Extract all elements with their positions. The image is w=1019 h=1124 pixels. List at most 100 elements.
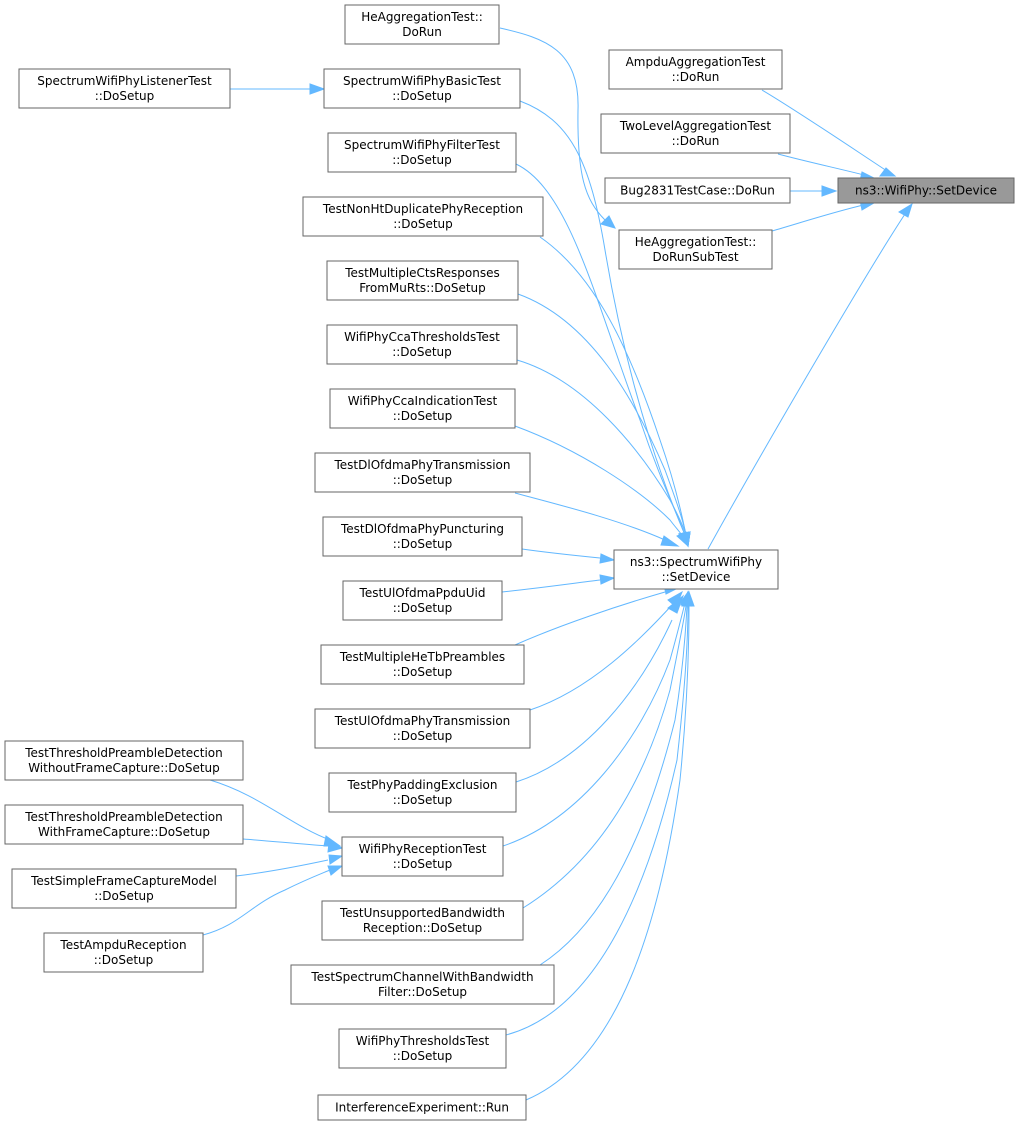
node-box — [600, 113, 791, 154]
node-twolevel[interactable]: TwoLevelAggregationTest::DoRun — [600, 113, 791, 154]
edge-line — [525, 605, 690, 1101]
node-padding[interactable]: TestPhyPaddingExclusion::DoSetup — [328, 772, 517, 813]
edge-line — [514, 425, 685, 539]
node-box — [604, 177, 791, 204]
node-label-line: ::DoSetup — [95, 89, 155, 103]
node-thresholds[interactable]: WifiPhyThresholdsTest::DoSetup — [338, 1028, 507, 1069]
node-box — [322, 516, 523, 557]
edge-setdevice_spec-to-setdevice_wifi — [707, 202, 913, 550]
node-box — [317, 1094, 527, 1121]
node-interf[interactable]: InterferenceExperiment::Run — [317, 1094, 527, 1121]
node-listener[interactable]: SpectrumWifiPhyListenerTest::DoSetup — [18, 68, 231, 109]
edge-line — [522, 605, 687, 909]
node-label-line: DoRun — [402, 25, 442, 39]
node-ulppdu[interactable]: TestUlOfdmaPpduUid::DoSetup — [342, 580, 503, 621]
edge-line — [529, 604, 673, 711]
node-label-line: ::DoSetup — [392, 153, 452, 167]
edge-arrowhead — [309, 83, 326, 95]
edge-listener-to-basic — [230, 83, 326, 95]
node-setdevice_wifi[interactable]: ns3::WifiPhy::SetDevice — [837, 177, 1015, 204]
node-label-line: Filter::DoSetup — [378, 985, 467, 999]
node-he_subtest[interactable]: HeAggregationTest::DoRunSubTest — [618, 229, 773, 270]
edge-line — [777, 153, 869, 177]
node-thr_w[interactable]: TestThresholdPreambleDetectionWithFrameC… — [4, 804, 244, 845]
node-dlpunct[interactable]: TestDlOfdmaPhyPuncturing::DoSetup — [322, 516, 523, 557]
node-box — [290, 964, 555, 1005]
edge-ampdurx-to-reception — [202, 865, 344, 936]
node-label-line: TestMultipleCtsResponses — [344, 266, 500, 280]
node-reception[interactable]: WifiPhyReceptionTest::DoSetup — [341, 836, 504, 877]
edge-twolevel-to-setdevice_wifi — [777, 153, 876, 182]
node-multicts[interactable]: TestMultipleCtsResponsesFromMuRts::DoSet… — [326, 260, 519, 301]
node-label-line: ::DoSetup — [393, 217, 453, 231]
node-label-line: Bug2831TestCase::DoRun — [620, 184, 775, 198]
edges-layer — [202, 27, 913, 1101]
node-thr_wo[interactable]: TestThresholdPreambleDetectionWithoutFra… — [4, 740, 244, 781]
node-label-line: TestUnsupportedBandwidth — [339, 906, 505, 920]
edge-line — [539, 236, 687, 536]
node-hetb[interactable]: TestMultipleHeTbPreambles::DoSetup — [320, 644, 525, 685]
node-label-line: ::DoSetup — [393, 409, 453, 423]
edge-bug2831-to-setdevice_wifi — [790, 185, 838, 197]
node-box — [320, 644, 525, 685]
edge-arrowhead — [676, 531, 689, 548]
node-nonht[interactable]: TestNonHtDuplicatePhyReception::DoSetup — [302, 196, 544, 237]
node-bug2831[interactable]: Bug2831TestCase::DoRun — [604, 177, 791, 204]
node-box — [837, 177, 1015, 204]
node-dltx[interactable]: TestDlOfdmaPhyTransmission::DoSetup — [314, 452, 531, 493]
edge-thr_wo-to-reception — [209, 779, 342, 847]
edge-line — [707, 213, 906, 550]
node-label-line: TestSimpleFrameCaptureModel — [30, 874, 217, 888]
node-label-line: ::DoSetup — [393, 665, 453, 679]
node-label-line: ::DoSetup — [393, 857, 453, 871]
edge-arrowhead — [327, 865, 344, 876]
edge-line — [516, 359, 687, 536]
node-ccathr[interactable]: WifiPhyCcaThresholdsTest::DoSetup — [326, 324, 518, 365]
node-label-line: Reception::DoSetup — [363, 921, 482, 935]
node-ccaind[interactable]: WifiPhyCcaIndicationTest::DoSetup — [329, 388, 516, 429]
node-label-line: TestUlOfdmaPpduUid — [359, 586, 486, 600]
node-box — [302, 196, 544, 237]
edge-line — [514, 591, 666, 646]
node-label-line: HeAggregationTest:: — [361, 10, 483, 24]
node-label-line: ::SetDevice — [662, 570, 731, 584]
node-basic[interactable]: SpectrumWifiPhyBasicTest::DoSetup — [323, 68, 521, 109]
node-filter[interactable]: SpectrumWifiPhyFilterTest::DoSetup — [327, 132, 517, 173]
node-box — [4, 804, 244, 845]
node-label-line: WifiPhyReceptionTest — [359, 842, 487, 856]
node-label-line: SpectrumWifiPhyListenerTest — [37, 74, 212, 88]
edge-line — [539, 605, 688, 966]
node-ampdu_dorun[interactable]: AmpduAggregationTest::DoRun — [608, 49, 783, 90]
node-label-line: FromMuRts::DoSetup — [359, 281, 486, 295]
node-label-line: ns3::WifiPhy::SetDevice — [855, 184, 997, 198]
edge-line — [502, 602, 686, 847]
node-setdevice_spec[interactable]: ns3::SpectrumWifiPhy::SetDevice — [613, 549, 779, 590]
node-ampdurx[interactable]: TestAmpduReception::DoSetup — [43, 932, 204, 973]
node-simplecap[interactable]: TestSimpleFrameCaptureModel::DoSetup — [11, 868, 237, 909]
node-label-line: TestUlOfdmaPhyTransmission — [334, 714, 511, 728]
edge-hetb-to-setdevice_spec — [514, 584, 680, 646]
edge-interf-to-setdevice_spec — [525, 590, 695, 1101]
edge-dlpunct-to-setdevice_spec — [521, 548, 616, 564]
node-box — [314, 452, 531, 493]
node-chanbw[interactable]: TestSpectrumChannelWithBandwidthFilter::… — [290, 964, 555, 1005]
node-label-line: ::DoSetup — [94, 953, 154, 967]
node-he_dorun[interactable]: HeAggregationTest::DoRun — [344, 4, 500, 45]
edge-basic-to-setdevice_spec — [519, 100, 691, 548]
node-unsupported[interactable]: TestUnsupportedBandwidthReception::DoSet… — [321, 900, 524, 941]
node-box — [341, 836, 504, 877]
edge-simplecap-to-reception — [235, 854, 344, 877]
edge-line — [521, 548, 601, 559]
edge-ulppdu-to-setdevice_spec — [501, 574, 616, 593]
node-label-line: TestMultipleHeTbPreambles — [339, 650, 505, 664]
edge-line — [235, 859, 329, 877]
node-ultx[interactable]: TestUlOfdmaPhyTransmission::DoSetup — [314, 708, 531, 749]
edge-line — [242, 838, 329, 847]
edge-ultx-to-setdevice_spec — [529, 590, 683, 711]
node-label-line: ::DoSetup — [393, 537, 453, 551]
edge-chanbw-to-setdevice_spec — [539, 590, 693, 966]
node-label-line: SpectrumWifiPhyBasicTest — [343, 74, 501, 88]
edge-line — [209, 779, 331, 841]
